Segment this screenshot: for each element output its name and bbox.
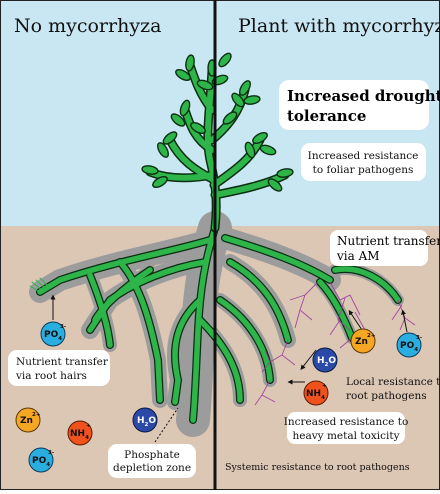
- arrow-h2o-to-hyphae: [300, 349, 317, 370]
- foliar-label-line1: Increased resistance: [308, 150, 419, 162]
- leaf: [267, 178, 283, 192]
- leaf: [222, 111, 238, 125]
- ion-nh4-left: NH4 +: [67, 420, 93, 446]
- nutrient-am-line1: Nutrient transfer: [337, 234, 440, 248]
- local-resist-line2: root pathogens: [346, 390, 427, 402]
- svg-text:PO4: PO4: [400, 341, 418, 353]
- svg-text:PO4: PO4: [32, 456, 50, 468]
- leaf: [162, 131, 178, 145]
- svg-text:+: +: [86, 423, 91, 429]
- foliar-label-line2: to foliar pathogens: [313, 164, 414, 176]
- svg-text:PO4: PO4: [44, 330, 62, 342]
- ion-po4-right: PO4 3-: [396, 332, 422, 358]
- svg-text:Zn: Zn: [20, 416, 33, 426]
- ion-po4-left: PO4 3-: [40, 321, 66, 347]
- leaf: [196, 79, 214, 91]
- roots: [29, 224, 402, 424]
- leaf: [170, 113, 186, 127]
- leaf: [152, 176, 168, 188]
- phosphate-line2: depletion zone: [113, 462, 191, 474]
- leaf: [244, 141, 256, 159]
- svg-text:Zn: Zn: [355, 337, 368, 347]
- drought-label-line1: Increased drought: [287, 87, 440, 105]
- arrow-po4-to-hyphae: [401, 309, 408, 333]
- local-resist-line1: Local resistance to: [346, 376, 440, 388]
- svg-text:3-: 3-: [60, 324, 66, 330]
- svg-text:3-: 3-: [48, 450, 54, 456]
- right-panel-title: Plant with mycorrhyza: [238, 15, 440, 37]
- nutrient-am-callout: Nutrient transfer via AM: [330, 230, 440, 266]
- svg-text:2+: 2+: [367, 333, 376, 339]
- leaf: [190, 122, 206, 134]
- leaf: [157, 142, 169, 158]
- phosphate-line1: Phosphate: [124, 449, 180, 461]
- leaf: [175, 69, 191, 81]
- ion-h2o-left: H2O: [132, 407, 158, 433]
- svg-text:NH4: NH4: [306, 389, 325, 401]
- heavy-metal-line1: Increased resistance to: [284, 416, 409, 428]
- leaf: [185, 54, 195, 72]
- nutrient-hairs-line1: Nutrient transfer: [16, 356, 109, 368]
- ion-po4-left-bottom: PO4 3-: [28, 447, 54, 473]
- local-resistance-label: Local resistance to root pathogens: [346, 376, 440, 402]
- leaf: [231, 92, 245, 108]
- nutrient-hairs-line2: via root hairs: [15, 370, 87, 382]
- svg-text:H2O: H2O: [317, 356, 336, 368]
- foliar-callout: Increased resistance to foliar pathogens: [301, 143, 426, 181]
- nutrient-hairs-callout: Nutrient transfer via root hairs: [8, 350, 110, 386]
- ion-zn-right: Zn 2+: [350, 328, 376, 354]
- arrows: [50, 294, 408, 443]
- svg-text:+: +: [322, 383, 327, 389]
- ion-zn-left: Zn 2+: [15, 407, 41, 433]
- arrow-zn-to-hyphae: [348, 309, 363, 331]
- leaf: [239, 80, 251, 96]
- systemic-resistance-label: Systemic resistance to root pathogens: [225, 462, 410, 473]
- leaf: [218, 52, 232, 68]
- nutrient-am-line2: via AM: [336, 249, 380, 263]
- leaf: [179, 99, 191, 117]
- ion-nh4-right: NH4 +: [303, 380, 329, 406]
- svg-text:H2O: H2O: [137, 416, 156, 428]
- left-panel-title: No mycorrhyza: [14, 15, 161, 37]
- dashed-pointer-depletion: [154, 407, 179, 443]
- leaf: [252, 132, 268, 144]
- leaf: [141, 165, 159, 175]
- heavy-metal-line2: heavy metal toxicity: [293, 430, 400, 442]
- leaf: [276, 168, 294, 178]
- heavy-metal-callout: Increased resistance to heavy metal toxi…: [284, 412, 409, 444]
- drought-label-line2: tolerance: [287, 107, 366, 125]
- ion-h2o-right: H2O: [312, 347, 338, 373]
- drought-callout: Increased drought tolerance: [279, 80, 440, 130]
- svg-text:3-: 3-: [416, 335, 422, 341]
- leaf: [259, 144, 277, 156]
- phosphate-callout: Phosphate depletion zone: [108, 444, 196, 478]
- leaves: [141, 52, 294, 192]
- svg-text:NH4: NH4: [70, 429, 89, 441]
- svg-text:2+: 2+: [32, 412, 41, 418]
